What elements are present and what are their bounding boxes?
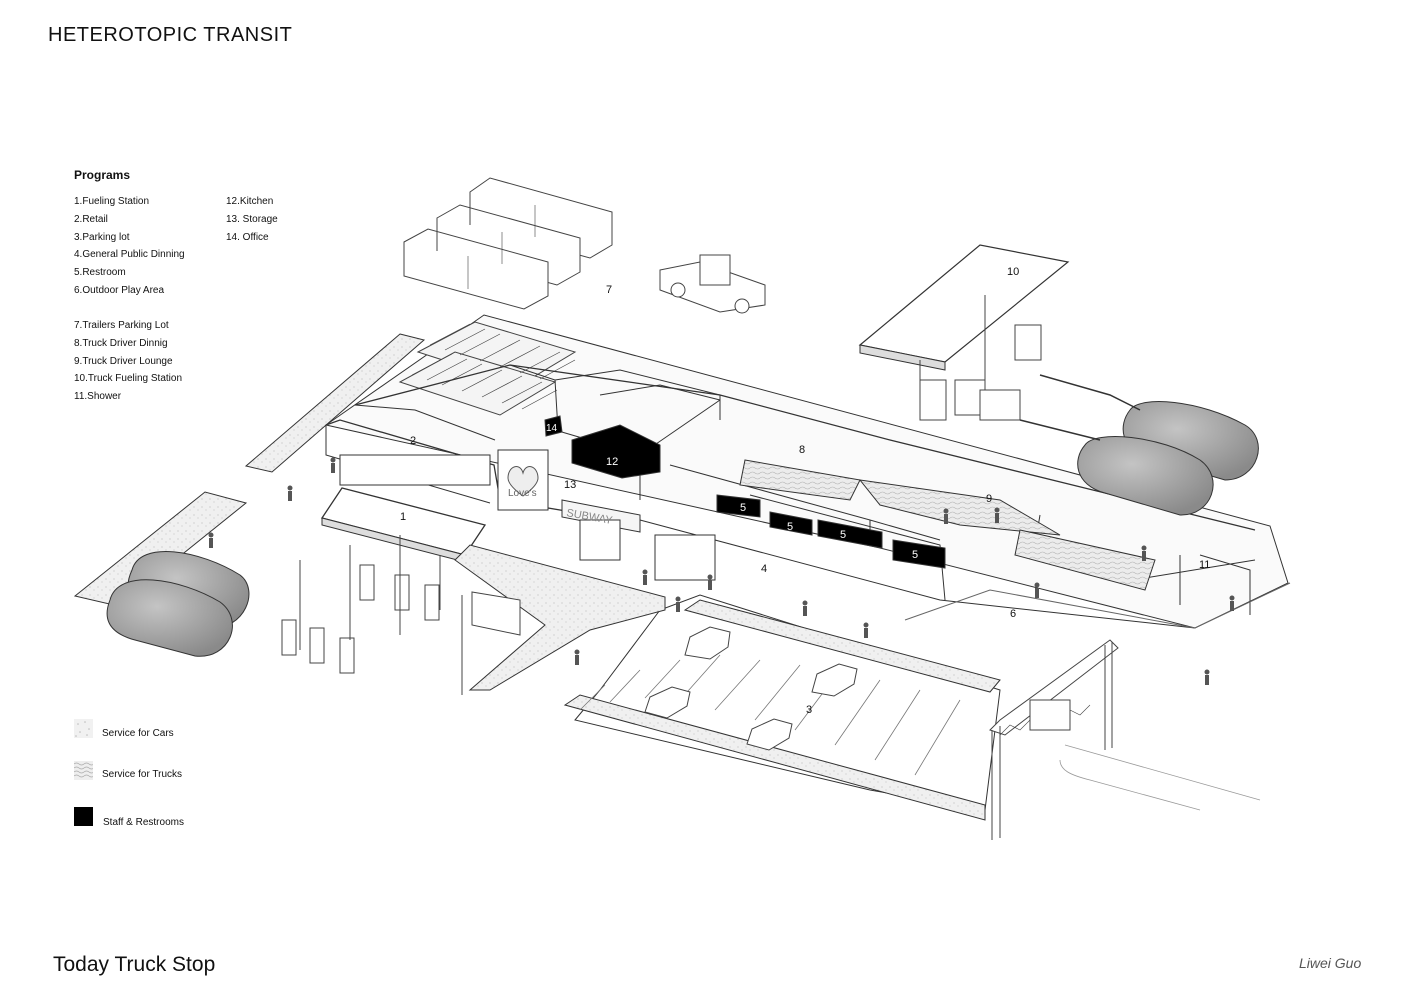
restroom-block bbox=[716, 494, 761, 518]
office-block bbox=[544, 415, 563, 437]
program-item: 7.Trailers Parking Lot bbox=[74, 320, 169, 331]
sidewalk bbox=[454, 544, 666, 691]
program-item: 4.General Public Dinning bbox=[74, 249, 185, 261]
map-number-13: 13 bbox=[564, 479, 576, 491]
map-number-14: 14 bbox=[546, 423, 558, 434]
program-item: 1.Fueling Station bbox=[74, 196, 150, 207]
trailer-containers bbox=[403, 177, 613, 310]
map-number-12: 12 bbox=[606, 456, 618, 468]
program-item: 5.Restroom bbox=[74, 267, 126, 279]
project-title: Today Truck Stop bbox=[53, 953, 216, 976]
restroom-block bbox=[817, 519, 883, 549]
map-number-11: 11 bbox=[1199, 559, 1210, 571]
gantry-sign bbox=[989, 639, 1119, 840]
cars bbox=[644, 626, 858, 751]
truck-fuel-tanks bbox=[1019, 374, 1259, 516]
programs-list-col1: 1.Fueling Station 2.Retail 3.Parking lot… bbox=[74, 193, 185, 300]
legend-swatch-cars bbox=[74, 719, 93, 738]
semi-truck bbox=[659, 254, 766, 314]
truck-lounge-floor bbox=[1014, 529, 1156, 591]
landscape-strip bbox=[563, 694, 986, 821]
map-number-5: 5 bbox=[840, 529, 846, 541]
road-edge bbox=[1059, 744, 1261, 811]
fuel-pumps bbox=[281, 535, 441, 674]
play-area-edge bbox=[904, 582, 1291, 629]
author-name: Liwei Guo bbox=[1299, 955, 1362, 971]
program-numbers: 1 2 3 4 5 5 5 5 6 7 8 9 10 11 12 13 14 bbox=[400, 266, 1210, 716]
map-number-7: 7 bbox=[606, 284, 612, 296]
landscape-strip bbox=[244, 333, 426, 473]
parking-stripes bbox=[579, 654, 961, 776]
truck-dining-floor bbox=[739, 459, 861, 501]
building-wall bbox=[325, 425, 491, 504]
program-item: 10.Truck Fueling Station bbox=[74, 373, 183, 385]
legend-swatch-staff bbox=[74, 807, 93, 826]
car-fuel-tanks bbox=[106, 551, 250, 657]
program-item: 14. Office bbox=[226, 231, 269, 243]
restroom-block bbox=[892, 539, 946, 569]
map-number-4: 4 bbox=[761, 563, 767, 575]
program-item: 11.Shower bbox=[74, 391, 122, 403]
car-service-strip bbox=[73, 491, 248, 607]
map-number-5: 5 bbox=[740, 502, 746, 514]
map-number-2: 2 bbox=[410, 435, 416, 447]
building-wall bbox=[639, 519, 1196, 629]
restroom-block bbox=[769, 511, 813, 536]
programs-list-col2: 7.Trailers Parking Lot 8.Truck Driver Di… bbox=[74, 317, 182, 406]
program-item: 6.Outdoor Play Area bbox=[74, 284, 165, 296]
programs-heading: Programs bbox=[74, 168, 131, 182]
landscape-strip bbox=[683, 599, 1001, 693]
legend-swatch-trucks bbox=[74, 761, 93, 780]
programs-list-col3: 12.Kitchen 13. Storage 14. Office bbox=[226, 193, 278, 246]
map-number-8: 8 bbox=[799, 444, 805, 456]
program-item: 13. Storage bbox=[226, 213, 278, 225]
map-number-5: 5 bbox=[912, 549, 918, 561]
kitchen-block bbox=[571, 424, 661, 479]
map-number-1: 1 bbox=[400, 511, 406, 523]
page-title: HETEROTOPIC TRANSIT bbox=[48, 24, 293, 46]
program-item: 8.Truck Driver Dinnig bbox=[74, 337, 168, 349]
loves-sign-text: Love's bbox=[508, 488, 537, 499]
billboard bbox=[461, 591, 521, 695]
map-number-3: 3 bbox=[806, 704, 812, 716]
program-item: 3.Parking lot bbox=[74, 231, 130, 243]
legend-label-staff: Staff & Restrooms bbox=[103, 817, 184, 828]
program-item: 9.Truck Driver Lounge bbox=[74, 355, 173, 367]
people bbox=[208, 457, 1235, 685]
legend-label-cars: Service for Cars bbox=[102, 728, 174, 739]
map-number-10: 10 bbox=[1007, 266, 1019, 278]
truck-lounge-floor bbox=[858, 479, 1061, 536]
map-number-9: 9 bbox=[986, 493, 992, 505]
program-item: 12.Kitchen bbox=[226, 196, 274, 207]
legend-label-trucks: Service for Trucks bbox=[102, 769, 183, 780]
map-number-5: 5 bbox=[787, 521, 793, 533]
truck-pumps bbox=[919, 295, 1042, 421]
map-number-6: 6 bbox=[1010, 608, 1016, 620]
program-item: 2.Retail bbox=[74, 213, 108, 225]
